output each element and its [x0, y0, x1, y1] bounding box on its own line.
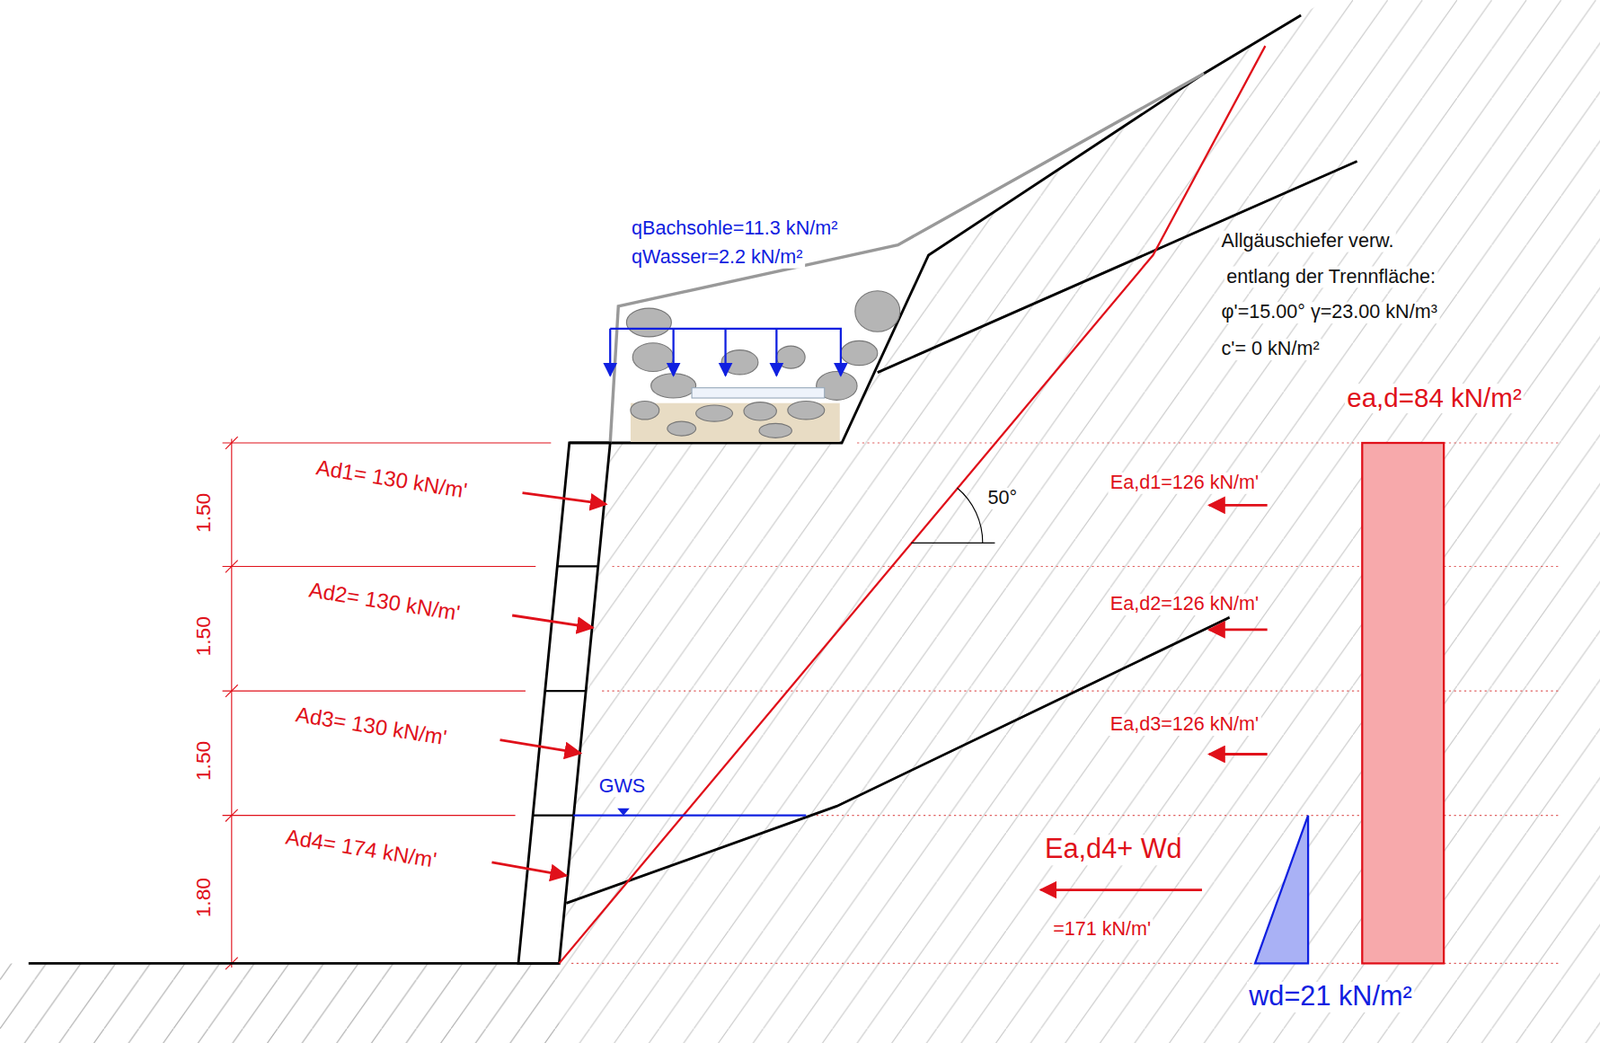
pressure-label: ea,d=84 kN/m²	[1344, 383, 1524, 413]
anchor-force: Ad3= 130 kN/m'	[294, 702, 450, 750]
earth-pressure-force: Ea,d1=126 kN/m'	[1107, 472, 1261, 495]
earth-pressure-force: Ea,d3=126 kN/m'	[1107, 714, 1261, 736]
angle-label: 50°	[985, 487, 1019, 510]
anchor-force: Ad4= 174 kN/m'	[283, 824, 439, 872]
anchor-force: Ad2= 130 kN/m'	[307, 577, 462, 625]
earth-pressure-force: Ea,d4+ Wd	[1043, 834, 1185, 866]
soil-note: φ'=15.00° γ=23.00 kN/m³	[1219, 301, 1440, 324]
soil-note: entlang der Trennfläche:	[1224, 265, 1438, 288]
dimension: 1.50	[192, 741, 215, 781]
earth-pressure-force: Ea,d2=126 kN/m'	[1107, 593, 1261, 616]
soil-note: Allgäuschiefer verw.	[1219, 230, 1396, 253]
dimension: 1.50	[192, 493, 215, 533]
soil-note: c'= 0 kN/m²	[1219, 338, 1322, 361]
load-label: qBachsohle=11.3 kN/m²	[629, 218, 840, 240]
groundwater-label: GWS	[596, 775, 647, 797]
anchor-force: Ad1= 130 kN/m'	[314, 455, 469, 503]
water-pressure-label: wd=21 kN/m²	[1246, 981, 1415, 1013]
dimension: 1.80	[192, 877, 215, 918]
dimension: 1.50	[192, 616, 215, 656]
load-label: qWasser=2.2 kN/m²	[629, 247, 805, 269]
earth-pressure-force: =171 kN/m'	[1051, 918, 1154, 940]
